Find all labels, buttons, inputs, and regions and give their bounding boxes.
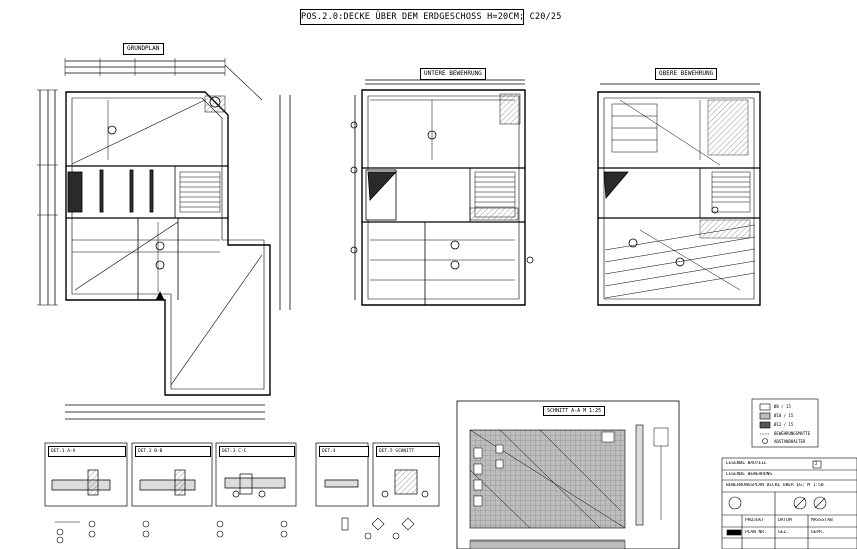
panel-title-grundplan: GRUNDPLAN	[123, 43, 164, 55]
title-block-row2: LEGENDE BEWEHRUNG	[726, 472, 773, 477]
grundplan-drawing	[37, 58, 291, 420]
legend-box	[751, 398, 819, 448]
obere-bewehrung-drawing	[597, 83, 761, 306]
section-title: SCHNITT A-A M 1:25	[543, 406, 606, 416]
title-block-cell-6: GEPR.	[811, 530, 825, 535]
title-block-cell-4: PLAN NR.	[745, 530, 767, 535]
title-block	[721, 457, 857, 549]
symbol-row	[55, 517, 415, 544]
panel-title-obere: OBERE BEWEHRUNG	[655, 68, 718, 80]
title-block-index: 2	[815, 461, 818, 466]
title-block-row1: LEGENDE BAUTEIL	[726, 461, 767, 466]
title-block-row3: BEWEHRUNGSPLAN DECKE ÜBER EG; M 1:50	[726, 483, 824, 488]
detail-label-5: DET.5 SCHNITT	[376, 446, 440, 457]
title-block-cell-5: GEZ.	[778, 530, 789, 535]
detail-label-3: DET.3 C-C	[219, 446, 295, 457]
untere-bewehrung-drawing	[350, 79, 534, 306]
title-block-cell-1: PROJEKT	[745, 518, 764, 523]
detail-label-2: DET.2 B-B	[135, 446, 211, 457]
legend-row-5: ABSTANDHALTER	[774, 439, 806, 444]
legend-row-4: BEWEHRUNGSMATTE	[774, 431, 811, 436]
detail-label-4: DET.4	[319, 446, 369, 457]
legend-row-2: Ø10 / 15	[774, 413, 794, 418]
title-block-cell-2: DATUM	[778, 518, 792, 523]
panel-title-untere: UNTERE BEWEHRUNG	[420, 68, 486, 80]
legend-row-3: Ø12 / 15	[774, 422, 794, 427]
plan-title: POS.2.0:DECKE ÜBER DEM ERDGESCHOSS H=20C…	[300, 9, 561, 25]
detail-label-1: DET.1 A-A	[48, 446, 126, 457]
legend-row-1: Ø8 / 15	[774, 404, 791, 409]
section-drawing	[456, 400, 680, 549]
title-block-cell-3: MASSSTAB	[811, 518, 833, 523]
detail-boxes	[44, 442, 440, 507]
